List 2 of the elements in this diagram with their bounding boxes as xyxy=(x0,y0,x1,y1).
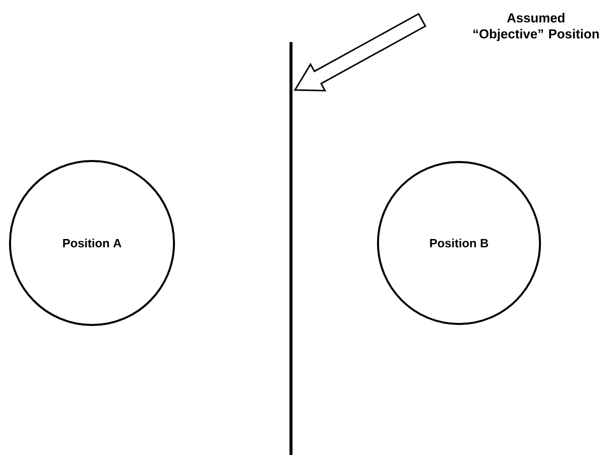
divider-line xyxy=(290,42,292,455)
callout-label: Assumed “Objective” Position xyxy=(473,12,599,42)
